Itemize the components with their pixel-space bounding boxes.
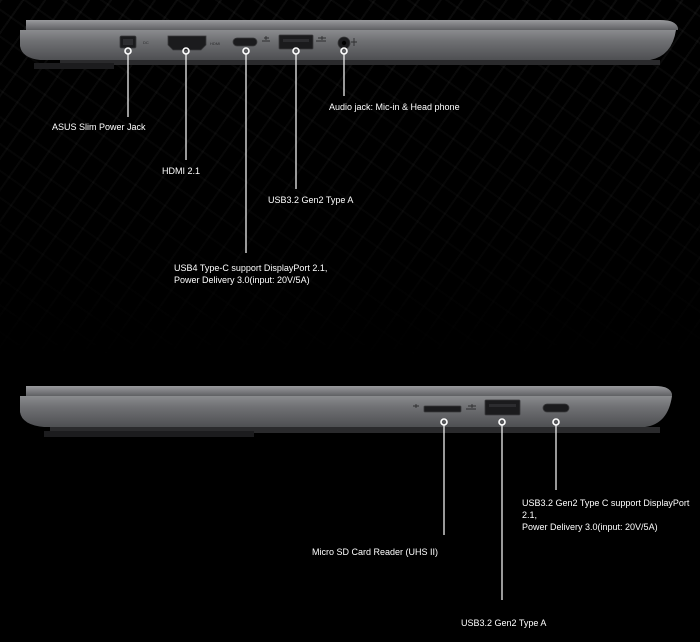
usb-icon-right <box>466 404 476 410</box>
label-hdmi: HDMI 2.1 <box>162 166 201 176</box>
left-lid <box>26 20 678 30</box>
label-usb-type-c-right: USB3.2 Gen2 Type C support DisplayPort 2… <box>522 498 690 532</box>
right-port-icons <box>413 404 476 410</box>
label-usb4-type-c: USB4 Type-C support DisplayPort 2.1, Pow… <box>174 263 328 285</box>
headset-icon <box>351 38 357 46</box>
left-foot <box>34 63 114 69</box>
label-usb-type-a: USB3.2 Gen2 Type A <box>268 195 354 205</box>
thunderbolt-icon <box>262 36 270 42</box>
left-chassis-underside <box>60 60 660 65</box>
right-leader-lines <box>443 425 557 600</box>
usb-a-port-shape <box>278 34 314 50</box>
right-chassis-underside <box>50 427 660 433</box>
label-micro-sd-card-reader: Micro SD Card Reader (UHS II) <box>312 547 439 557</box>
usb-icon <box>316 36 326 42</box>
hdmi-icon-text: HDMI <box>210 41 220 46</box>
left-leader-lines <box>127 54 345 253</box>
right-lid <box>26 386 672 396</box>
sd-icon <box>413 404 419 408</box>
left-port-icons <box>262 36 357 46</box>
left-leader-rings <box>124 47 348 55</box>
right-foot <box>44 431 254 437</box>
hdmi-port-shape <box>167 35 207 51</box>
right-side-laptop <box>20 386 672 437</box>
right-chassis <box>20 396 672 427</box>
label-usb-type-a-right: USB3.2 Gen2 Type A <box>461 618 547 628</box>
dc-power-port-shape <box>119 35 137 49</box>
label-asus-slim-power-jack: ASUS Slim Power Jack <box>52 122 146 132</box>
usb-c-port-right-shape <box>542 403 570 413</box>
audio-jack-shape <box>337 36 351 50</box>
usb-c-port-shape <box>232 37 258 47</box>
label-audio-jack: Audio jack: Mic-in & Head phone <box>329 102 460 112</box>
usb-a-port-right-shape <box>484 399 521 416</box>
dc-icon-text: DC <box>143 40 149 45</box>
sd-slot-shape <box>423 405 462 413</box>
right-leader-rings <box>440 418 560 426</box>
